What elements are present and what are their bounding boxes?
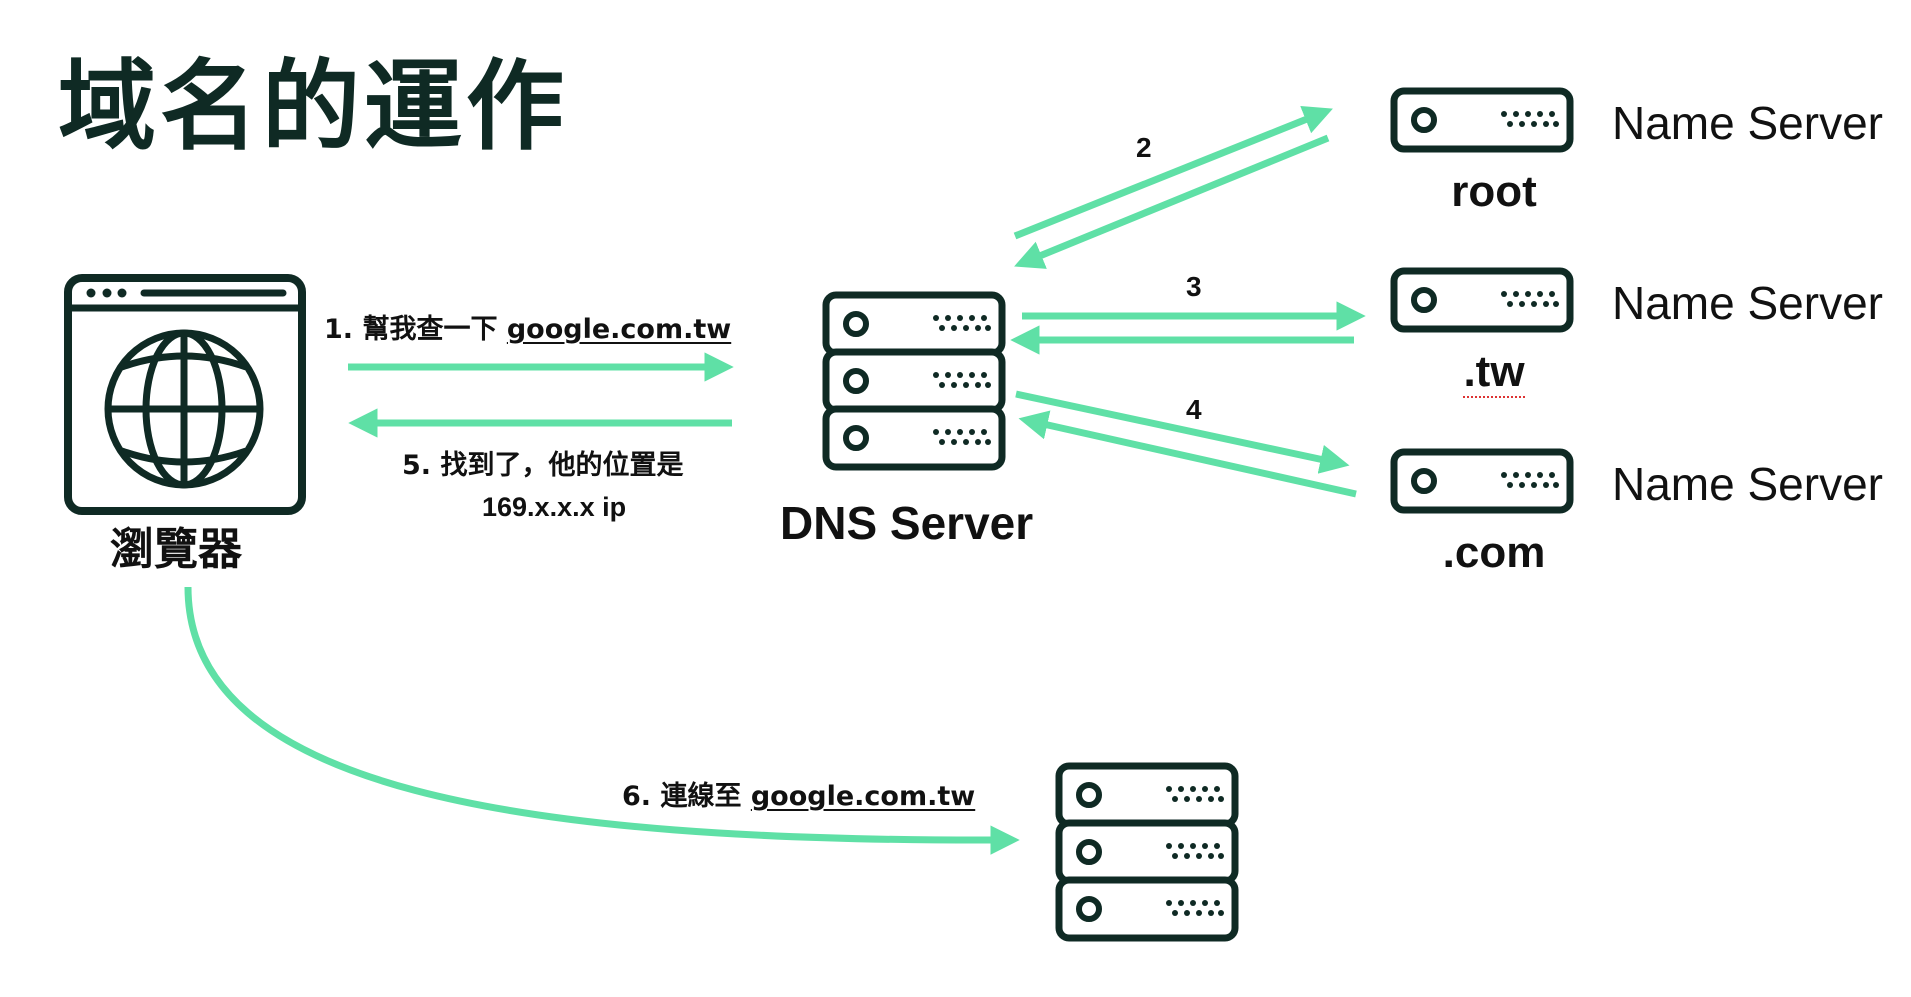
arrow-step2-back	[1014, 134, 1330, 269]
root-zone-label: root	[1451, 167, 1537, 216]
dns-server-icon	[826, 295, 1002, 467]
page-title: 域名的運作	[58, 50, 569, 164]
tw-name-server-label: Name Server	[1612, 277, 1883, 329]
step5-line2: 169.x.x.x ip	[482, 492, 627, 522]
step4-label: 4	[1186, 394, 1202, 425]
step6-text: 6. 連線至	[622, 781, 751, 812]
step3-label: 3	[1186, 271, 1202, 302]
tw-zone-text: .tw	[1463, 347, 1525, 398]
com-zone-label: .com	[1442, 528, 1546, 577]
arrow-step2-out	[1013, 105, 1333, 240]
arrow-step6	[184, 586, 1020, 855]
arrow-step4-back	[1018, 410, 1357, 498]
root-name-server-label: Name Server	[1612, 97, 1883, 149]
step2-label: 2	[1136, 132, 1152, 163]
arrow-step4-out	[1015, 390, 1350, 474]
tw-name-server-icon	[1394, 271, 1570, 329]
step5-line1: 5. 找到了，他的位置是	[402, 450, 684, 481]
browser-label: 瀏覽器	[110, 524, 242, 575]
target-server-icon	[1059, 766, 1235, 938]
browser-globe-icon	[64, 274, 306, 515]
com-name-server-label: Name Server	[1612, 458, 1883, 510]
step6-link[interactable]: google.com.tw	[750, 781, 976, 812]
step1-text: 1. 幫我查一下	[324, 314, 507, 345]
dns-server-label: DNS Server	[780, 497, 1034, 549]
step1-label: 1. 幫我查一下 google.com.tw	[324, 316, 731, 343]
tw-zone-label: .tw	[1394, 347, 1594, 398]
root-name-server-icon	[1394, 91, 1570, 149]
step1-link[interactable]: google.com.tw	[506, 314, 732, 345]
step6-label: 6. 連線至 google.com.tw	[622, 783, 975, 810]
com-name-server-icon	[1394, 452, 1570, 510]
